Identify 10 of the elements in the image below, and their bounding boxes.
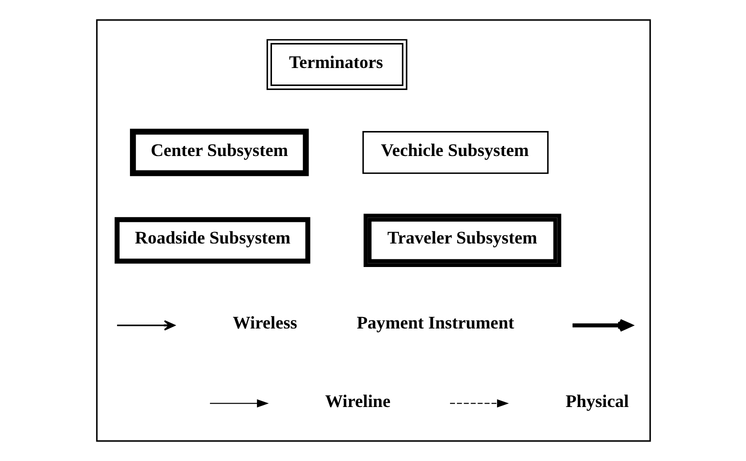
node-box: Vechicle Subsystem: [362, 130, 548, 174]
node-box: Traveler Subsystem: [363, 214, 561, 268]
legend-label: Wireless: [232, 312, 297, 333]
cluster: [96, 19, 650, 442]
node-box: Terminators: [266, 39, 407, 90]
legend-label: Payment Instrument: [356, 312, 514, 333]
legend-label: Physical: [565, 390, 628, 411]
node-box: Center Subsystem: [129, 128, 308, 176]
node-box: Roadside Subsystem: [114, 217, 310, 264]
legend-label: Wireline: [324, 390, 390, 411]
